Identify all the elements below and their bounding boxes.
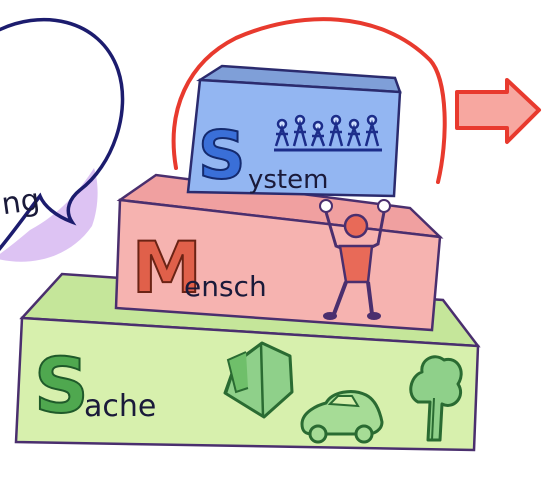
speech-bubble-shadow <box>0 168 98 262</box>
person-icon <box>319 199 391 320</box>
arrow-curve <box>171 17 447 184</box>
transition-arrow <box>171 17 541 184</box>
speech-bubble: ng <box>0 17 125 262</box>
house-icon <box>223 341 294 419</box>
sache-label: ache <box>84 389 156 424</box>
tree-icon <box>409 355 463 442</box>
system-initial: S <box>198 117 246 194</box>
people-group-icon <box>274 114 382 152</box>
mensch-initial: M <box>132 227 202 309</box>
speech-bubble-outline <box>0 17 125 252</box>
system-label: ystem <box>248 165 328 195</box>
sache-initial: S <box>34 341 89 430</box>
system-block-front <box>186 78 402 198</box>
mensch-block: M ensch <box>114 173 444 332</box>
arrow-head-icon <box>455 78 541 144</box>
mensch-label: ensch <box>184 270 267 303</box>
car-icon <box>300 390 384 444</box>
system-block: S ystem <box>186 64 402 198</box>
speech-bubble-text: ng <box>0 182 42 222</box>
